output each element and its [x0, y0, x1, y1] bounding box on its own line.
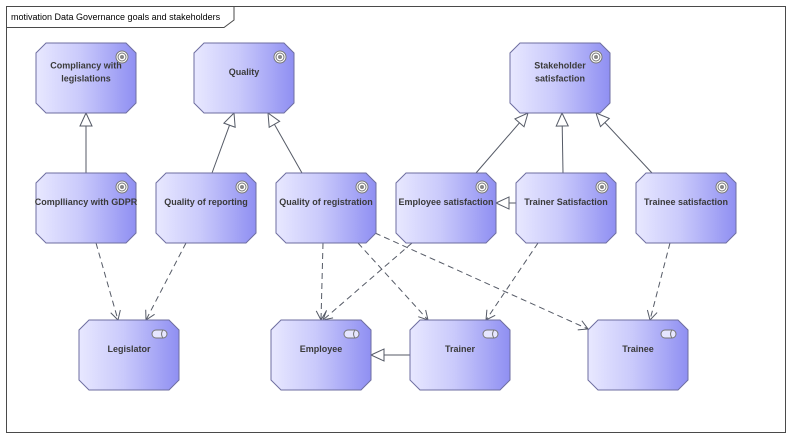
hollow-arrowhead: [369, 348, 385, 362]
goal-target-icon: [355, 180, 369, 194]
frame-title-tab: [6, 6, 235, 28]
realization-edge-quality-reporting-to-quality[interactable]: [211, 111, 236, 174]
diagram-frame: [6, 6, 786, 433]
node-label: Quality of reporting: [164, 197, 248, 207]
goal-shape: [275, 172, 377, 244]
hollow-arrowhead: [222, 111, 236, 129]
influence-edge-quality-registration-to-trainer[interactable]: [357, 242, 429, 321]
influence-edge-quality-registration-to-employee[interactable]: [315, 242, 327, 322]
edges-layer: [79, 111, 671, 362]
goal-target-icon: [115, 180, 129, 194]
frame-title: motivation Data Governance goals and sta…: [11, 12, 221, 22]
stakeholder-cylinder-icon: [482, 329, 499, 339]
node-label: legislations: [61, 74, 111, 84]
hollow-arrowhead: [494, 196, 510, 210]
influence-edge-employee-satisfaction-to-employee[interactable]: [322, 242, 413, 321]
node-quality[interactable]: Quality: [193, 42, 295, 114]
hollow-arrowhead: [514, 112, 529, 128]
goal-shape: [635, 172, 737, 244]
influence-edge-quality-registration-to-trainee[interactable]: [374, 232, 589, 331]
node-quality-reporting[interactable]: Quality of reporting: [155, 172, 257, 244]
goal-shape: [35, 42, 137, 114]
influence-edge-trainer-satisfaction-to-trainer[interactable]: [485, 242, 539, 321]
hollow-arrowhead: [267, 111, 281, 129]
goal-shape: [193, 42, 295, 114]
hollow-arrowhead: [595, 112, 611, 128]
node-label: Quality: [229, 67, 260, 77]
node-label: Trainee satisfaction: [644, 197, 728, 207]
goal-target-icon: [475, 180, 489, 194]
node-quality-registration[interactable]: Quality of registration: [275, 172, 377, 244]
goal-target-icon: [715, 180, 729, 194]
node-employee[interactable]: Employee: [270, 319, 372, 391]
node-label: Stakeholder: [534, 61, 586, 71]
goal-shape: [509, 42, 611, 114]
goal-shape: [155, 172, 257, 244]
hollow-arrowhead: [555, 111, 570, 127]
goal-target-icon: [273, 50, 287, 64]
goal-target-icon: [235, 180, 249, 194]
node-label: Quality of registration: [279, 197, 373, 207]
goal-shape: [35, 172, 137, 244]
node-employee-satisfaction[interactable]: Employee satisfaction: [395, 172, 497, 244]
realization-edge-trainer-to-employee[interactable]: [369, 348, 410, 362]
open-arrowhead: [577, 320, 589, 331]
node-label: Employee satisfaction: [398, 197, 493, 207]
node-trainer[interactable]: Trainer: [409, 319, 511, 391]
stakeholder-cylinder-icon: [660, 329, 677, 339]
stakeholder-cylinder-icon: [151, 329, 168, 339]
node-label: Trainer: [445, 344, 476, 354]
node-compliancy-gdpr[interactable]: Complliancy with GDPR: [35, 172, 138, 244]
goal-target-icon: [589, 50, 603, 64]
node-compliancy-legislations[interactable]: Compliancy with legislations: [35, 42, 137, 114]
realization-edge-employee-satisfaction-to-stakeholder-satisfaction[interactable]: [475, 112, 529, 174]
goal-target-icon: [115, 50, 129, 64]
node-stakeholder-satisfaction[interactable]: Stakeholder satisfaction: [509, 42, 611, 114]
influence-edge-trainee-satisfaction-to-trainee[interactable]: [646, 242, 671, 321]
goal-target-icon: [595, 180, 609, 194]
node-label: Compliancy with: [50, 61, 122, 71]
influence-edge-quality-reporting-to-legislator[interactable]: [145, 242, 187, 321]
node-label: Trainer Satisfaction: [524, 197, 608, 207]
node-label: Trainee: [622, 344, 654, 354]
node-trainee-satisfaction[interactable]: Trainee satisfaction: [635, 172, 737, 244]
influence-edge-compliancy-gdpr-to-legislator[interactable]: [95, 242, 121, 321]
stakeholder-cylinder-icon: [343, 329, 360, 339]
hollow-arrowhead: [79, 111, 93, 127]
realization-edge-trainer-satisfaction-to-stakeholder-satisfaction[interactable]: [555, 111, 570, 174]
realization-edge-compliancy-gdpr-to-compliancy-legislations[interactable]: [79, 111, 93, 173]
node-label: Complliancy with GDPR: [35, 197, 138, 207]
node-label: satisfaction: [535, 74, 585, 84]
realization-edge-trainer-satisfaction-to-employee-satisfaction[interactable]: [494, 196, 516, 210]
node-label: Legislator: [107, 344, 151, 354]
goal-shape: [515, 172, 617, 244]
node-trainee[interactable]: Trainee: [587, 319, 689, 391]
nodes-layer: Compliancy with legislations Quality Stakeh…: [35, 42, 737, 391]
node-label: Employee: [300, 344, 343, 354]
node-trainer-satisfaction[interactable]: Trainer Satisfaction: [515, 172, 617, 244]
realization-edge-quality-registration-to-quality[interactable]: [267, 111, 303, 174]
node-legislator[interactable]: Legislator: [78, 319, 180, 391]
realization-edge-trainee-satisfaction-to-stakeholder-satisfaction[interactable]: [595, 112, 653, 174]
goal-shape: [395, 172, 497, 244]
